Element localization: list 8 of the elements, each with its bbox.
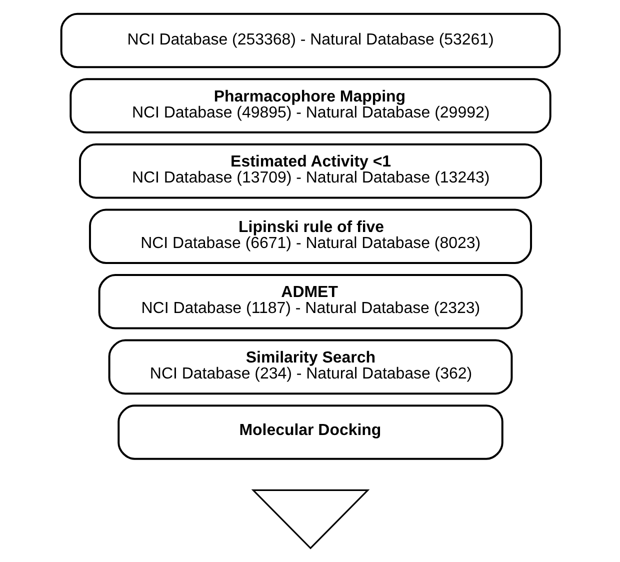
node-box: Estimated Activity <1 NCI Database (13709) - Natural Database (13243) [78,143,542,199]
node-box: Similarity Search NCI Database (234) - Natural Database (362) [108,339,512,395]
node-triangle [250,489,370,550]
node-box: Lipinski rule of five NCI Database (6671) - Natural Database (8023) [88,208,532,264]
node-box: NCI Database (253368) - Natural Database (53261) [60,12,560,68]
node-box: Pharmacophore Mapping NCI Database (49895) - Natural Database (29992) [69,78,551,134]
node-box: ADMET NCI Database (1187) - Natural Database (2323) [98,274,522,330]
node-box: Molecular Docking [117,404,503,460]
